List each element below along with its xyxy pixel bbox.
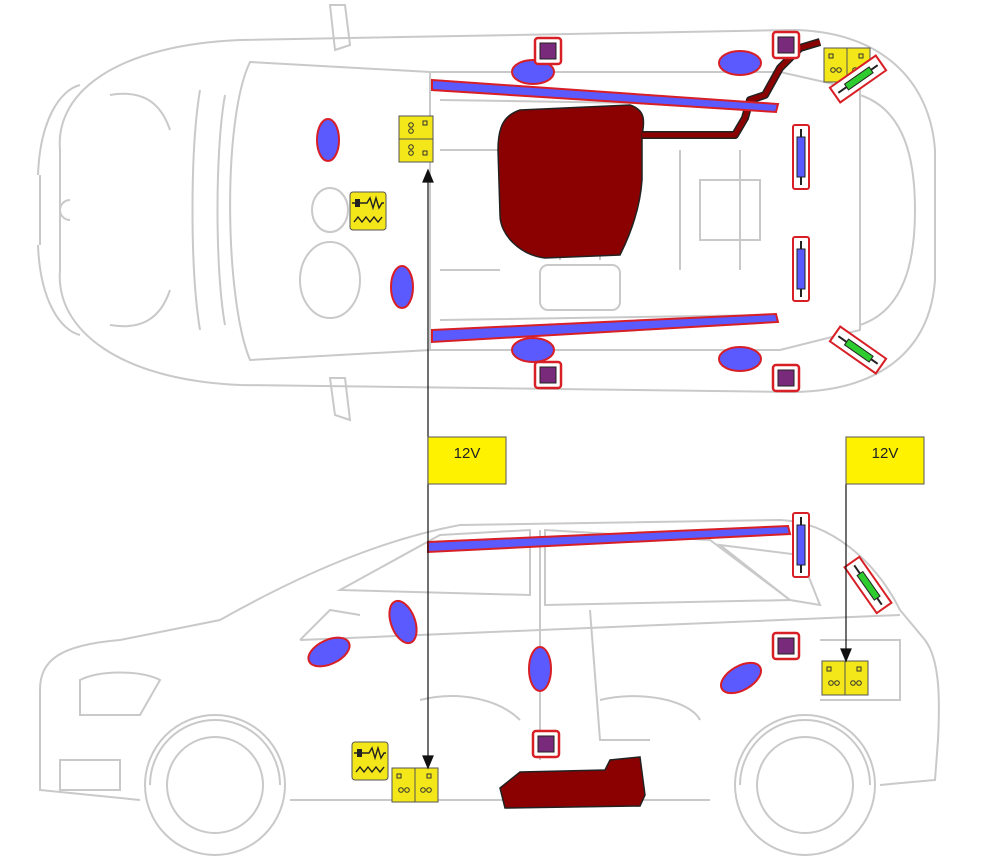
callout-left-label: 12V bbox=[454, 445, 481, 462]
curtain-airbag-icon bbox=[431, 78, 780, 344]
high-voltage-spring-icon bbox=[351, 741, 389, 781]
gas-strut-icon bbox=[792, 54, 888, 375]
curtain-airbag-icon bbox=[427, 524, 792, 554]
callout-right-label: 12V bbox=[872, 445, 899, 462]
airbag-icon bbox=[307, 599, 762, 695]
fuel-tank-icon bbox=[499, 756, 646, 809]
fuel-tank-icon bbox=[497, 104, 645, 259]
callout-left: 12V bbox=[427, 436, 507, 485]
airbag-icon bbox=[316, 50, 762, 372]
callout-right: 12V bbox=[845, 436, 925, 485]
gas-strut-icon bbox=[792, 512, 893, 615]
high-voltage-spring-icon bbox=[349, 191, 387, 231]
car-top-view bbox=[37, 4, 936, 422]
